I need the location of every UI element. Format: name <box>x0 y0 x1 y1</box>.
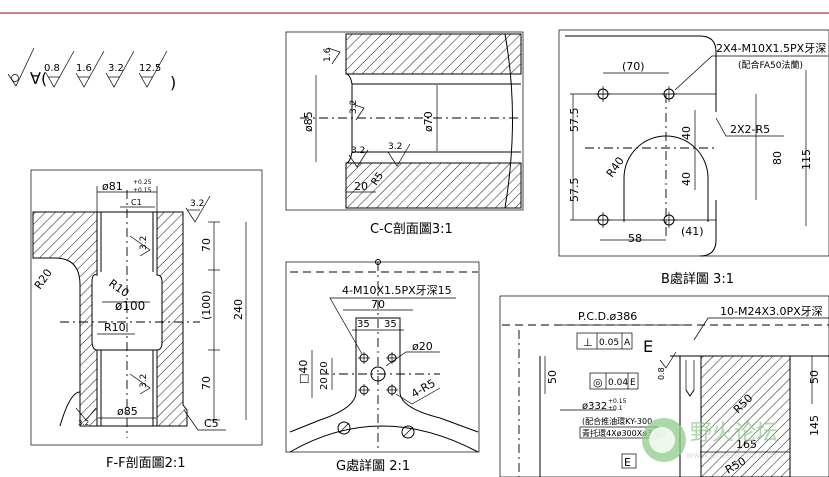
b-r5: 2X2-R5 <box>730 123 770 136</box>
b-hole-4 <box>661 212 677 228</box>
cc-title: C-C剖面圖3:1 <box>370 222 453 237</box>
main-r08: 0.8 <box>657 367 666 380</box>
ff-dia81-up: +0.25 <box>133 179 152 186</box>
main-note1: (配合推油環KY-300 <box>582 416 652 426</box>
b-d40-a: 40 <box>680 126 693 140</box>
b-d41: (41) <box>681 225 704 238</box>
b-d575-b: 57.5 <box>568 178 581 203</box>
ff-c5: C5 <box>204 417 219 430</box>
b-d58: 58 <box>628 232 642 245</box>
g-d70: 70 <box>371 298 385 311</box>
g-title: G處詳圖 2:1 <box>336 458 410 474</box>
b-title: B處詳圖 3:1 <box>661 271 734 287</box>
watermark: 野火论坛 www.proewildfire.cn <box>642 418 778 462</box>
roughness-125: 12.5 <box>139 63 161 74</box>
surface-roughness-legend: ∀( 0.8 1.6 3.2 12.5 ) <box>7 47 176 92</box>
ff-rough-bore-2: 3.2 <box>139 374 149 388</box>
main-pcd: P.C.D.ø386 <box>578 310 637 323</box>
cc-rough-16: 1.6 <box>323 47 333 62</box>
main-note2: 青托環4Xø300Xø332) <box>582 428 666 438</box>
cc-rough-32-b: 3.2 <box>351 146 365 156</box>
g-r5: 4-R5 <box>409 377 438 401</box>
b-note: (配合FA50法蘭) <box>738 59 803 71</box>
g-d35-a: 35 <box>357 319 370 330</box>
b-r40: R40 <box>604 155 627 180</box>
main-detail: P.C.D.ø386 ⊥ 0.05 A E ◎ 0.04 E 0.8 50 ø3… <box>499 295 829 477</box>
main-d50-b: 50 <box>808 370 821 384</box>
ff-r10-a: R10 <box>106 277 131 300</box>
main-tol2: 0.04 <box>608 378 628 388</box>
b-d575-a: 57.5 <box>568 108 581 133</box>
g-sq40: □40 <box>297 360 310 384</box>
ff-rough-bore-1: 3.2 <box>139 236 149 250</box>
b-d115: 115 <box>800 149 813 170</box>
ff-d240: 240 <box>232 299 245 320</box>
bracket-close: ) <box>170 73 176 92</box>
detail-b: (70) 2X4-M10X1.5PX牙深 (配合FA50法蘭) 57.5 57.… <box>558 29 829 257</box>
main-datumE: E <box>643 337 653 356</box>
g-hole-4 <box>386 384 398 396</box>
ff-title: F-F剖面圖2:1 <box>106 456 186 471</box>
detail-g: 4-M10X1.5PX牙深15 70 35 35 ø20 □40 20 20 4… <box>285 259 480 453</box>
g-d35-b: 35 <box>384 319 397 330</box>
ff-r20: R20 <box>32 267 55 292</box>
main-dia332-up: +0.15 <box>608 398 627 405</box>
ff-rough-bottom: 3.2 <box>78 419 89 427</box>
ff-c1: C1 <box>131 198 142 207</box>
ff-dia85: ø85 <box>117 405 138 418</box>
cc-rough-32-a: 3.2 <box>349 100 359 114</box>
main-d145: 145 <box>808 415 821 436</box>
b-thread: 2X4-M10X1.5PX牙深 <box>716 42 826 55</box>
watermark-url: www.proewildfire.cn <box>686 451 777 461</box>
b-d80: 80 <box>771 151 784 165</box>
cc-rough-32-c: 3.2 <box>388 142 402 152</box>
main-box-e: E <box>624 456 631 469</box>
b-hole-1 <box>595 86 611 102</box>
concentric-symbol: ◎ <box>593 376 603 389</box>
b-d40-b: 40 <box>680 172 693 186</box>
main-dia332-dn: +0.1 <box>608 405 623 412</box>
cc-dia70: ø70 <box>422 111 435 132</box>
g-hole-1 <box>358 352 370 364</box>
bracket-open: ∀( <box>30 69 47 88</box>
ff-r10-b: R10 <box>104 321 126 334</box>
ff-dia81-dn: +0.15 <box>133 187 152 194</box>
main-thread: 10-M24X3.0PX牙深 <box>720 305 823 318</box>
ff-d70-b: 70 <box>200 376 213 390</box>
roughness-16: 1.6 <box>76 63 92 74</box>
section-cc: ø85 ø70 1.6 3.2 3.2 3.2 R5 20 <box>285 31 524 211</box>
cc-d20: 20 <box>354 180 368 193</box>
g-dia20: ø20 <box>412 340 433 353</box>
g-hole-3 <box>358 384 370 396</box>
watermark-logo: 野火论坛 <box>690 421 778 446</box>
perp-symbol: ⊥ <box>583 336 593 349</box>
main-d165: 165 <box>736 438 757 451</box>
b-hole-2 <box>661 86 677 102</box>
main-d50-a: 50 <box>546 370 559 384</box>
main-datum1: A <box>624 338 631 348</box>
ff-rough-top: 3.2 <box>190 199 204 209</box>
main-datum2: E <box>630 378 636 388</box>
main-dia332: ø332 <box>582 401 607 412</box>
b-d70: (70) <box>622 60 645 73</box>
b-hole-3 <box>595 212 611 228</box>
roughness-08: 0.8 <box>44 63 60 74</box>
g-d2020: 20 20 <box>319 361 330 390</box>
main-tol1: 0.05 <box>599 338 619 348</box>
ff-dia100: ø100 <box>115 299 145 313</box>
ff-dia81: ø81 <box>102 180 123 193</box>
cc-dia85: ø85 <box>302 111 315 132</box>
g-thread: 4-M10X1.5PX牙深15 <box>342 284 452 297</box>
section-ff: ø81 +0.25 +0.15 C1 3.2 3.2 3.2 3.2 R20 R… <box>30 169 263 446</box>
ff-d70-a: 70 <box>200 238 213 252</box>
roughness-32: 3.2 <box>108 63 124 74</box>
ff-d100: (100) <box>200 290 213 320</box>
